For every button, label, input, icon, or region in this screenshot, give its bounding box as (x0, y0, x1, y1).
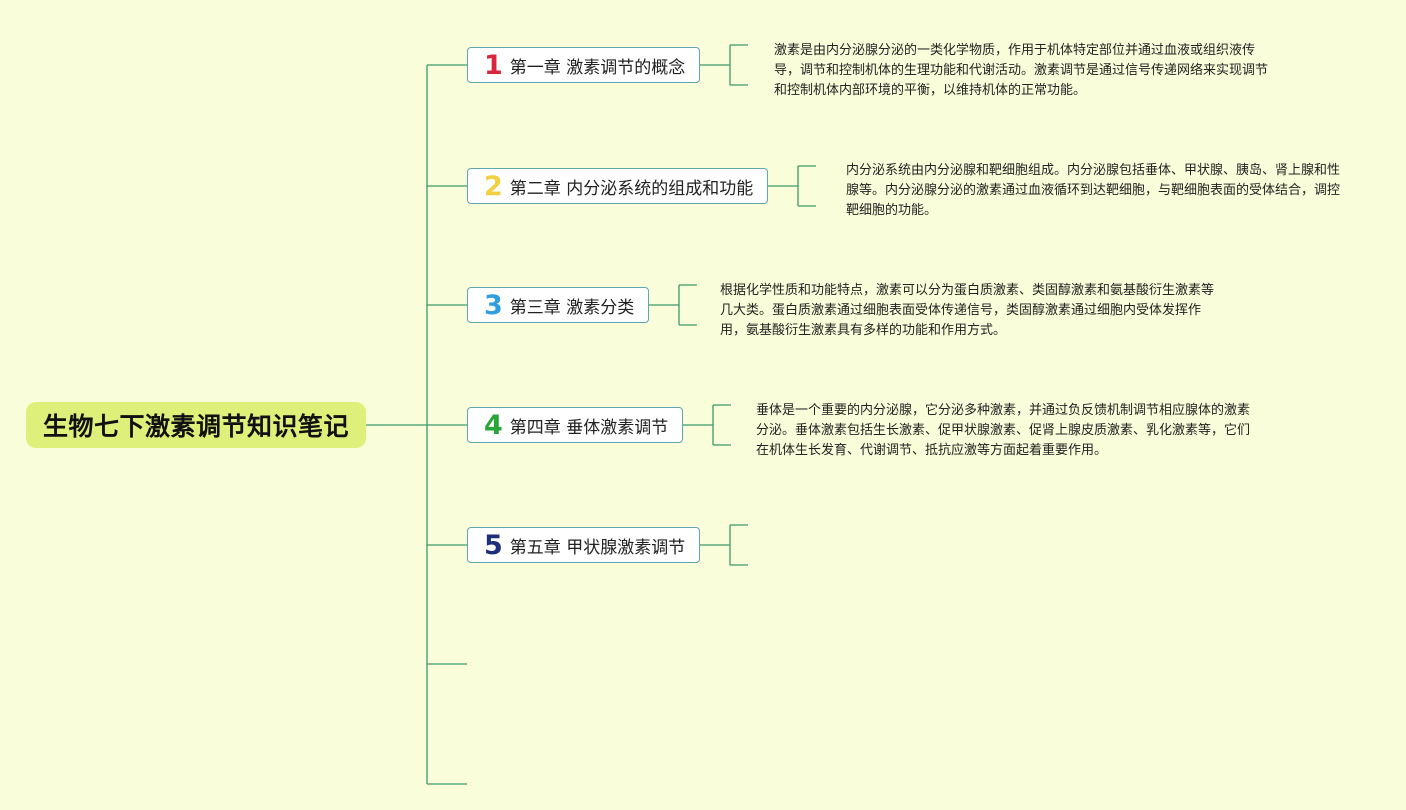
chapter-2-node[interactable]: 2 第二章 内分泌系统的组成和功能 (467, 168, 769, 204)
chapter-3-label: 第三章 激素分类 (509, 297, 635, 318)
chapter-4-node[interactable]: 4 第四章 垂体激素调节 (467, 407, 684, 443)
number-4-icon: 4 (484, 409, 503, 441)
root-topic[interactable]: 生物七下激素调节知识笔记 (26, 402, 366, 448)
chapter-2-label: 第二章 内分泌系统的组成和功能 (509, 178, 754, 199)
number-3-icon: 3 (484, 289, 503, 321)
chapter-1-description: 激素是由内分泌腺分泌的一类化学物质，作用于机体特定部位并通过血液或组织液传导，调… (774, 43, 1269, 98)
chapter-4-description: 垂体是一个重要的内分泌腺，它分泌多种激素，并通过负反馈机制调节相应腺体的激素分泌… (756, 403, 1251, 458)
chapter-1-node[interactable]: 1 第一章 激素调节的概念 (467, 47, 701, 83)
chapter-3-node[interactable]: 3 第三章 激素分类 (467, 287, 650, 323)
chapter-4-label: 第四章 垂体激素调节 (509, 417, 669, 438)
chapter-3-description: 根据化学性质和功能特点，激素可以分为蛋白质激素、类固醇激素和氨基酸衍生激素等几大… (720, 283, 1215, 338)
chapter-2-description: 内分泌系统由内分泌腺和靶细胞组成。内分泌腺包括垂体、甲状腺、胰岛、肾上腺和性腺等… (846, 163, 1341, 218)
number-1-icon: 1 (484, 49, 503, 81)
chapter-5-label: 第五章 甲状腺激素调节 (509, 537, 686, 558)
number-5-icon: 5 (484, 529, 503, 561)
number-2-icon: 2 (484, 170, 503, 202)
chapter-1-label: 第一章 激素调节的概念 (509, 57, 686, 78)
chapter-5-node[interactable]: 5 第五章 甲状腺激素调节 (467, 527, 701, 563)
root-title: 生物七下激素调节知识笔记 (42, 412, 349, 441)
